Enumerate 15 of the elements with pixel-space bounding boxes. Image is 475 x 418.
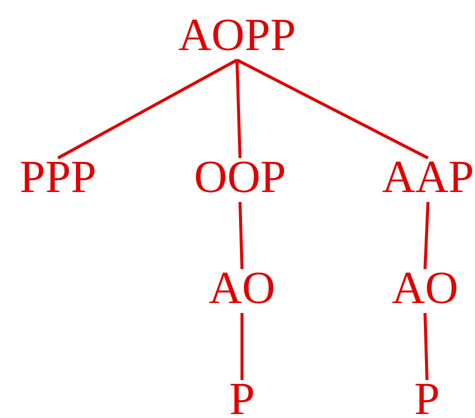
tree-node-label: AOPP <box>178 12 296 58</box>
tree-node-label: P <box>229 376 255 418</box>
tree-node-label: OOP <box>194 154 286 200</box>
tree-node-label: AAP <box>382 154 474 200</box>
tree-node-label: PPP <box>20 154 96 200</box>
tree-branch-line <box>238 202 244 270</box>
tree-node-label: P <box>414 376 440 418</box>
tree-branch-line <box>236 58 429 160</box>
tree-node-label: AO <box>208 265 276 311</box>
tree-branch-line <box>424 202 430 270</box>
tree-branch-line <box>240 313 244 380</box>
tree-branch-line <box>424 312 428 380</box>
tree-node-label: AO <box>392 265 458 311</box>
tree-branch-line <box>236 60 242 158</box>
tree-branch-line <box>57 58 238 160</box>
